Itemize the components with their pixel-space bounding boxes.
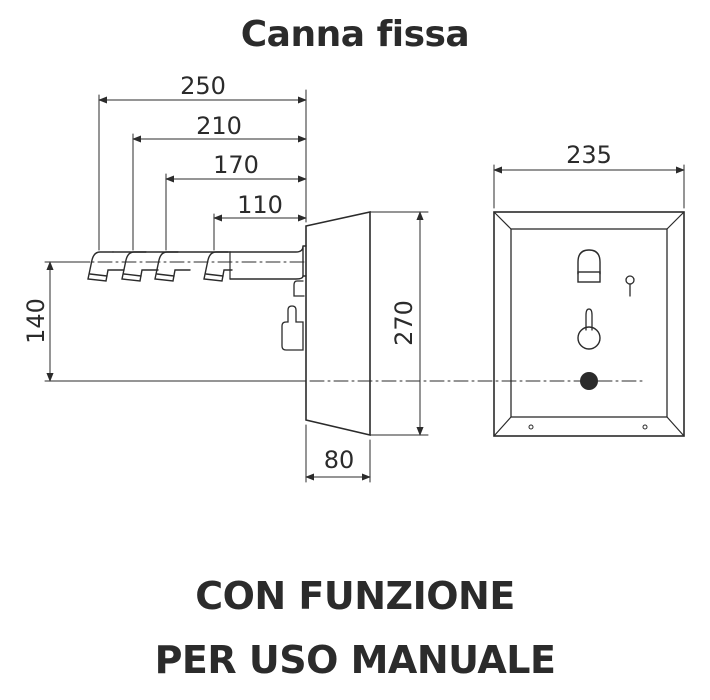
dim-label-250: 250 [180, 72, 226, 100]
footer-line-2: PER USO MANUALE [154, 638, 556, 682]
wall-box-side [305, 211, 371, 437]
footer-line-1: CON FUNZIONE [195, 574, 515, 618]
dim-label-80: 80 [324, 446, 355, 474]
front-plate-outer [493, 211, 685, 437]
manual-lever [281, 305, 304, 351]
front-view [493, 164, 685, 437]
key-icon [625, 275, 635, 285]
dim-label-170: 170 [213, 151, 259, 179]
dim-label-270: 270 [390, 300, 418, 346]
front-plate-inner [510, 228, 668, 418]
side-view [44, 89, 429, 483]
sensor-dot [580, 372, 598, 390]
dim-label-140: 140 [22, 298, 50, 344]
spout-pipe [229, 245, 304, 280]
dim-label-235: 235 [566, 141, 612, 169]
dim-label-110: 110 [237, 191, 283, 219]
spout-front [577, 249, 601, 275]
diagram-title: Canna fissa [240, 14, 470, 55]
spout-nozzles [87, 251, 233, 282]
lever-front [585, 308, 593, 331]
dim-label-210: 210 [196, 112, 242, 140]
